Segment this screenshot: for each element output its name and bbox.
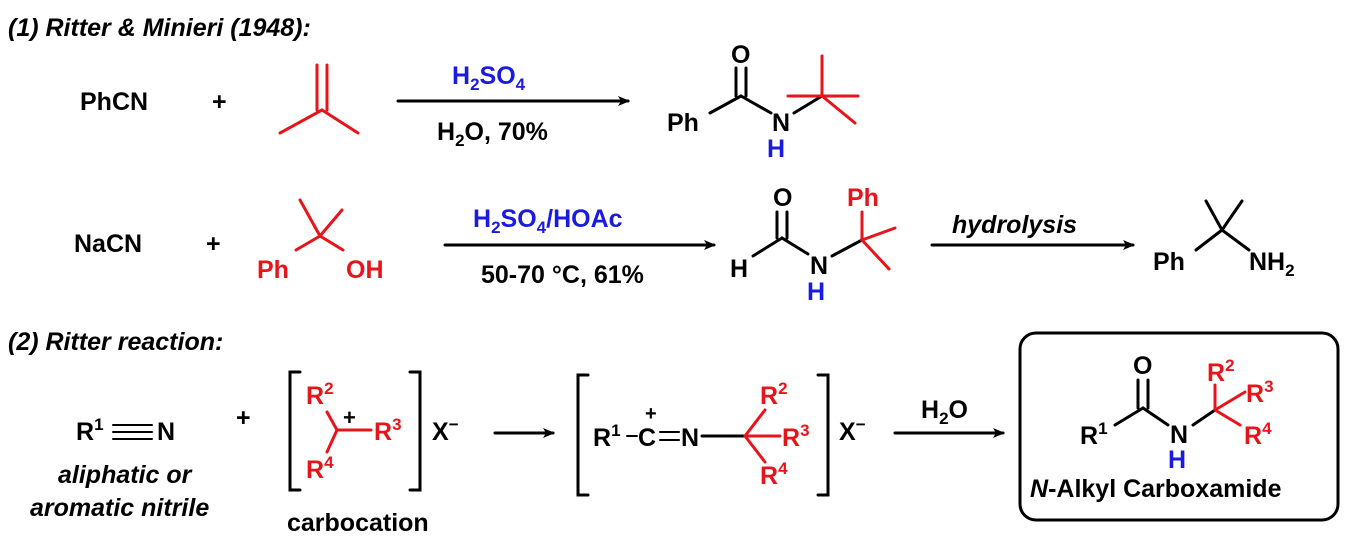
reagent-h2so4-hoac: H2SO4/HOAc [473, 205, 623, 237]
carbocation-r3: R3 [374, 415, 402, 446]
amide-1-nh-hydrogen: H [767, 135, 785, 163]
nitrilium-r2: R2 [760, 379, 788, 410]
product-label: N-Alkyl Carboxamide [1030, 475, 1282, 503]
hydrolysis-label: hydrolysis [952, 211, 1077, 239]
nitrilium-r4: R4 [760, 459, 788, 490]
conditions-1: H2O, 70% [437, 118, 548, 150]
nitrilium-bond-r4 [743, 434, 767, 464]
carboxamide-nitrogen: N [1170, 421, 1188, 449]
alcohol-oh: OH [346, 256, 384, 284]
formamide-nitrogen: N [810, 252, 828, 280]
plus-sign-2: + [206, 230, 221, 258]
amide-1-oxygen: O [731, 41, 750, 69]
section-1-title: (1) Ritter & Minieri (1948): [8, 14, 311, 42]
amide-product-1 [708, 54, 860, 125]
reactant-nacn: NaCN [74, 230, 142, 258]
section-2-title: (2) Ritter reaction: [8, 328, 223, 356]
triple-bond [112, 424, 153, 440]
carbocation-charge: + [343, 405, 356, 430]
isobutylene-structure [278, 63, 360, 135]
cumylamine-structure [1194, 199, 1251, 252]
carbocation-bond-r4 [325, 428, 339, 454]
plus-sign: + [212, 88, 227, 116]
nitrilium-c: C [638, 424, 656, 452]
nitrile-label-1: aliphatic or [58, 461, 193, 489]
nitrile-n: N [157, 418, 175, 446]
formamide-ph: Ph [847, 184, 879, 212]
bracket-left-1 [288, 370, 302, 492]
carbocation-r4: R4 [306, 453, 334, 484]
nitrilium-r3: R3 [782, 421, 810, 452]
product-box [1018, 331, 1340, 522]
bracket-left-2 [576, 373, 590, 497]
formamide-product [751, 210, 897, 271]
formamide-nh-hydrogen: H [807, 278, 825, 306]
bracket-right-1 [408, 370, 422, 492]
carbocation-r2: R2 [306, 379, 334, 410]
formamide-h: H [730, 255, 748, 283]
alcohol-ph: Ph [257, 256, 289, 284]
carboxamide-oxygen: O [1133, 352, 1152, 380]
nitrilium-charge: + [645, 403, 657, 425]
plus-sign-3: + [236, 404, 251, 432]
conditions-2: 50-70 °C, 61% [481, 261, 644, 289]
carbocation-label: carbocation [287, 509, 429, 537]
carbocation-bond-r2 [325, 410, 339, 432]
amide-1-ph: Ph [667, 109, 699, 137]
reagent-water: H2O [921, 396, 968, 428]
carboxamide-structure [1113, 378, 1247, 427]
carboxamide-nh-hydrogen: H [1168, 446, 1186, 474]
counterion-1: X− [432, 415, 459, 446]
bracket-right-2 [816, 373, 830, 497]
amide-1-nitrogen: N [772, 109, 790, 137]
amine-ph: Ph [1153, 248, 1185, 276]
nitrilium-r1: R1 [593, 421, 621, 452]
formamide-oxygen: O [773, 184, 792, 212]
cumyl-alcohol-structure [294, 198, 345, 252]
nitrile-r1: R1 [76, 415, 104, 446]
amine-nh2: NH2 [1249, 248, 1295, 280]
nitrilium-n: N [681, 424, 699, 452]
reactant-phcn: PhCN [80, 88, 148, 116]
reagent-h2so4: H2SO4 [452, 62, 526, 94]
nitrilium-bond-r2 [743, 408, 767, 438]
nitrile-label-2: aromatic nitrile [30, 494, 209, 522]
counterion-2: X− [839, 415, 866, 446]
